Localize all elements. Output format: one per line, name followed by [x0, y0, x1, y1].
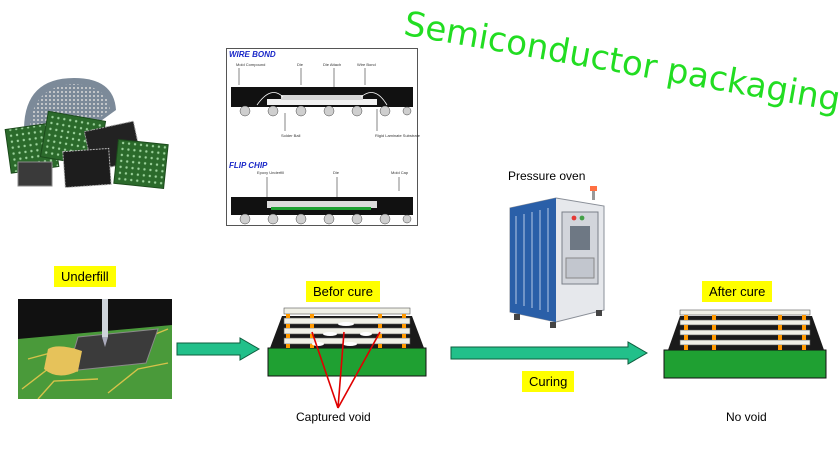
flip-chip-callout-mold-cap: Mold Cap [391, 170, 409, 175]
wire-bond-callout-solder-ball: Solder Ball [281, 133, 301, 138]
wire-bond-diagram [231, 68, 413, 225]
after-cure-stack [663, 309, 827, 379]
wire-bond-callout-die: Die [297, 62, 304, 67]
wire-bond-callout-wire-bond: Wire Bond [357, 62, 376, 67]
underfill-dispensing-image [18, 299, 172, 399]
wire-bond-callout-mold: Mold Compound [236, 62, 266, 67]
wire-bond-callout-substrate: Rigid Laminate Substrate [375, 133, 420, 138]
wire-bond-title: WIRE BOND [229, 50, 276, 59]
process-arrow-1 [176, 337, 260, 361]
pressure-oven-label: Pressure oven [508, 169, 586, 183]
after-cure-label: After cure [702, 281, 773, 302]
underfill-label: Underfill [54, 266, 116, 287]
flip-chip-title: FLIP CHIP [229, 161, 268, 170]
flip-chip-callout-underfill: Epoxy Underfill [257, 170, 284, 175]
chips-collage-image [4, 78, 169, 190]
no-void-label: No void [726, 410, 767, 424]
page-title: Semiconductor packaging [401, 4, 840, 121]
wire-bond-callout-die-attach: Die Attach [323, 62, 342, 67]
flip-chip-callout-die: Die [333, 170, 340, 175]
before-cure-stack [267, 307, 427, 377]
pressure-oven-image [509, 186, 605, 328]
captured-void-label: Captured void [296, 410, 371, 424]
void-pointer-lines [311, 331, 381, 409]
process-arrow-curing [450, 341, 648, 365]
package-cross-section-figure: WIRE BOND Mold Compound Die Die Attach W… [226, 48, 420, 226]
before-cure-label: Befor cure [306, 281, 380, 302]
curing-label: Curing [522, 371, 575, 392]
